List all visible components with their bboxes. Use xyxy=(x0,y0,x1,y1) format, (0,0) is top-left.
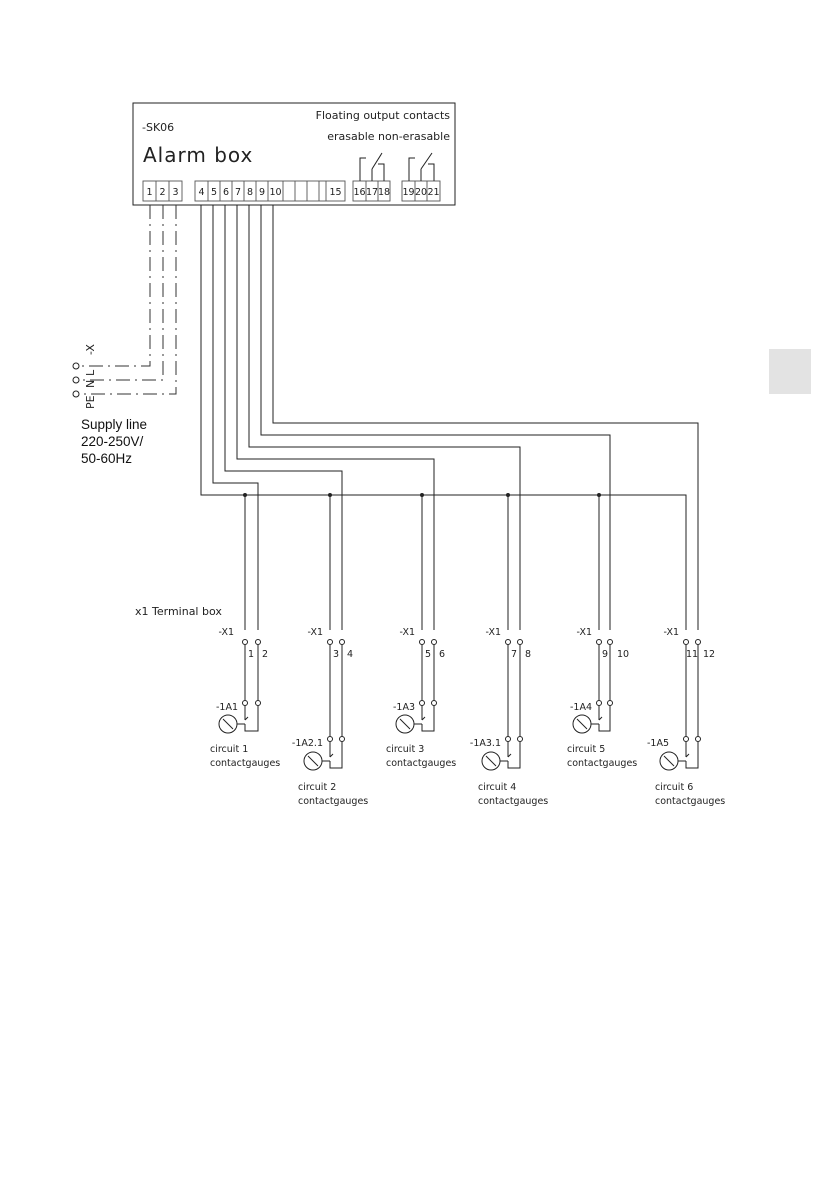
circuit-6-desc: contactgauges xyxy=(655,796,725,807)
circuit-6-gauge-id: -1A5 xyxy=(647,738,669,749)
terminal-16: 16 xyxy=(353,187,365,198)
supply-voltage: 220-250V/ xyxy=(81,434,144,449)
circuit-3-name: circuit 3 xyxy=(386,744,424,755)
terminal-15: 15 xyxy=(329,187,341,198)
section-tab xyxy=(769,349,811,394)
circuit-4-x-label: -X1 xyxy=(485,627,501,638)
circuit-6: -X1 11 12 -1A5 circuit 6 contactgauges xyxy=(647,627,725,807)
circuit-2-x-label: -X1 xyxy=(307,627,323,638)
circuit-1-gauge-id: -1A1 xyxy=(216,702,238,713)
non-erasable-relay-contact xyxy=(408,152,435,181)
circuit-5-name: circuit 5 xyxy=(567,744,605,755)
circuit-5-desc: contactgauges xyxy=(567,758,637,769)
circuit-6-terminal-b: 12 xyxy=(703,649,715,660)
circuit-4-desc: contactgauges xyxy=(478,796,548,807)
terminal-strip: 1 2 3 4 5 6 7 8 9 10 15 16 17 18 19 20 2… xyxy=(142,180,441,202)
alarm-box-title: Alarm box xyxy=(143,143,253,167)
circuit-1-terminal-a: 1 xyxy=(248,649,254,660)
terminal-4: 4 xyxy=(198,187,204,198)
terminal-20: 20 xyxy=(415,187,427,198)
circuit-2: -X1 3 4 -1A2.1 circuit 2 contactgauges xyxy=(292,627,368,807)
circuit-1-desc: contactgauges xyxy=(210,758,280,769)
alarm-box-frame xyxy=(132,102,456,206)
circuit-6-name: circuit 6 xyxy=(655,782,693,793)
erasable-relay-contact xyxy=(359,152,385,181)
circuit-3: -X1 5 6 -1A3 circuit 3 contactgauges xyxy=(386,627,456,769)
terminal-21: 21 xyxy=(427,187,439,198)
circuit-5-x-label: -X1 xyxy=(576,627,592,638)
supply-line-label: Supply line xyxy=(81,417,147,432)
circuit-1-terminal-b: 2 xyxy=(262,649,268,660)
terminal-7: 7 xyxy=(235,187,241,198)
circuit-2-gauge-id: -1A2.1 xyxy=(292,738,323,749)
circuit-4-terminal-a: 7 xyxy=(511,649,517,660)
circuit-5-terminal-a: 9 xyxy=(602,649,608,660)
floating-contacts-label: Floating output contacts xyxy=(316,109,451,122)
terminal-box-label: x1 Terminal box xyxy=(135,605,222,618)
circuit-2-name: circuit 2 xyxy=(298,782,336,793)
circuit-3-x-label: -X1 xyxy=(399,627,415,638)
circuit-3-gauge-id: -1A3 xyxy=(393,702,415,713)
terminal-18: 18 xyxy=(378,187,390,198)
circuit-2-terminal-a: 3 xyxy=(333,649,339,660)
signal-wiring xyxy=(200,205,699,630)
terminal-10: 10 xyxy=(269,187,281,198)
pin-pe: PE xyxy=(84,395,97,409)
circuit-4-terminal-b: 8 xyxy=(525,649,531,660)
terminal-9: 9 xyxy=(259,187,265,198)
supply-wiring: -X PE N L Supply line 220-250V/ 50-60Hz xyxy=(72,205,177,466)
alarm-box-id: -SK06 xyxy=(142,121,174,134)
supply-frequency: 50-60Hz xyxy=(81,451,132,466)
terminal-17: 17 xyxy=(366,187,378,198)
circuit-5: -X1 9 10 -1A4 circuit 5 contactgauges xyxy=(567,627,637,769)
circuit-3-terminal-a: 5 xyxy=(425,649,431,660)
erasable-label: erasable non-erasable xyxy=(327,130,450,143)
pin-l: L xyxy=(84,369,97,376)
terminal-8: 8 xyxy=(247,187,253,198)
supply-connector-id: -X xyxy=(84,344,97,355)
circuit-2-desc: contactgauges xyxy=(298,796,368,807)
circuit-3-terminal-b: 6 xyxy=(439,649,445,660)
circuit-4-gauge-id: -1A3.1 xyxy=(470,738,501,749)
circuit-5-gauge-id: -1A4 xyxy=(570,702,592,713)
circuit-1-name: circuit 1 xyxy=(210,744,248,755)
terminal-1: 1 xyxy=(146,187,152,198)
circuit-2-terminal-b: 4 xyxy=(347,649,353,660)
circuit-4-name: circuit 4 xyxy=(478,782,516,793)
circuit-6-terminal-a: 11 xyxy=(686,649,698,660)
pin-n: N xyxy=(84,380,97,388)
circuit-6-x-label: -X1 xyxy=(663,627,679,638)
circuit-3-desc: contactgauges xyxy=(386,758,456,769)
terminal-19: 19 xyxy=(402,187,414,198)
terminal-2: 2 xyxy=(159,187,165,198)
terminal-3: 3 xyxy=(172,187,178,198)
terminal-6: 6 xyxy=(223,187,229,198)
circuit-1-x-label: -X1 xyxy=(218,627,234,638)
circuit-4: -X1 7 8 -1A3.1 circuit 4 contactgauges xyxy=(470,627,548,807)
circuit-1: -X1 1 2 -1A1 circuit 1 contactgauges xyxy=(210,627,280,769)
circuit-5-terminal-b: 10 xyxy=(617,649,629,660)
alarm-box: -SK06 Alarm box Floating output contacts… xyxy=(132,102,456,206)
terminal-5: 5 xyxy=(211,187,217,198)
